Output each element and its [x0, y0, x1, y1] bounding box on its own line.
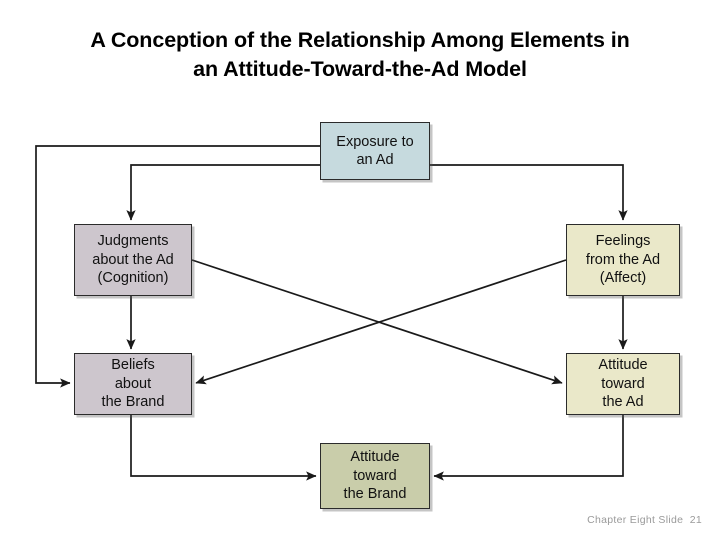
edge-feelings-to-beliefs [195, 259, 567, 385]
page-title: A Conception of the Relationship Among E… [40, 26, 680, 84]
page-title-line-2: an Attitude-Toward-the-Ad Model [193, 57, 527, 81]
slide-footer: Chapter Eight Slide 21 [587, 514, 702, 526]
node-judgments-line-3: (Cognition) [97, 270, 169, 287]
edge-exposure-to-beliefs [35, 145, 320, 388]
node-exposure-label: Exposure to an Ad [328, 133, 421, 170]
page-title-line-1: A Conception of the Relationship Among E… [90, 28, 630, 52]
node-attitude-ad-line-2: toward [601, 375, 645, 392]
node-exposure-line-1: Exposure to [336, 133, 414, 150]
node-beliefs-line-1: Beliefs [111, 357, 155, 374]
node-attitude-brand-line-3: the Brand [343, 486, 407, 503]
node-attitude-brand-line-2: toward [353, 467, 397, 484]
edge-exposure-to-feelings [430, 164, 628, 221]
node-attitude-ad-line-1: Attitude [598, 357, 648, 374]
node-feelings-line-3: (Affect) [599, 270, 647, 287]
node-judgments-line-1: Judgments [97, 233, 169, 250]
node-beliefs-line-3: the Brand [101, 394, 165, 411]
node-attitude-ad-line-3: the Ad [602, 394, 644, 411]
node-beliefs-line-2: about [114, 375, 152, 392]
node-feelings-line-1: Feelings [595, 233, 651, 250]
edge-attitude-ad-to-attitude-brand [433, 415, 624, 481]
node-exposure-to-an-ad[interactable]: Exposure to an Ad [320, 122, 430, 180]
edge-beliefs-to-attitude-brand [130, 415, 317, 481]
node-feelings-line-2: from the Ad [585, 251, 661, 268]
node-exposure-line-2: an Ad [356, 152, 394, 168]
edge-judgments-to-attitude-ad [191, 259, 563, 385]
node-attitude-brand-line-1: Attitude [350, 449, 400, 466]
node-judgments-line-2: about the Ad [92, 251, 174, 268]
edge-exposure-to-judgments [126, 164, 320, 221]
